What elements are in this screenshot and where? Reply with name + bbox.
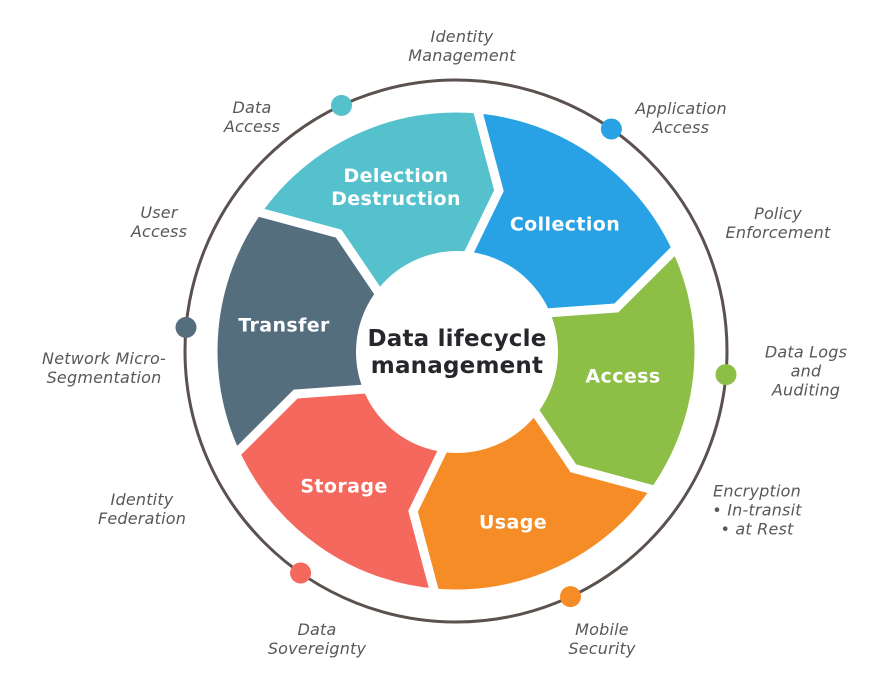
segment-label-deletion: Delection Destruction — [331, 165, 461, 210]
segment-label-transfer: Transfer — [238, 314, 330, 337]
center-title: Data lifecycle management — [367, 326, 547, 379]
satellite-encryption: Encryption • In-transit • at Rest — [712, 481, 802, 539]
ring-dot-storage — [290, 562, 312, 584]
segment-label-access: Access — [585, 365, 661, 388]
center-circle — [356, 251, 558, 453]
satellite-user-access: User Access — [130, 203, 188, 241]
satellite-data-logs-and-auditing: Data Logs and Auditing — [764, 342, 848, 400]
satellite-mobile-security: Mobile Security — [568, 620, 636, 658]
outer-ring — [183, 78, 729, 624]
satellite-identity-federation: Identity Federation — [97, 490, 187, 528]
ring-dot-access — [715, 364, 737, 386]
ring-dot-usage — [560, 586, 581, 608]
satellite-network-micro-segmentation: Network Micro- Segmentation — [42, 349, 166, 387]
ring-dot-deletion — [331, 94, 352, 116]
satellite-identity-management: Identity Management — [408, 27, 516, 65]
segment-label-collection: Collection — [509, 213, 621, 236]
segment-label-usage: Usage — [478, 511, 548, 534]
satellite-data-access: Data Access — [223, 98, 281, 136]
ring-dot-transfer — [175, 316, 197, 338]
ring-dot-collection — [600, 118, 622, 140]
segment-label-storage: Storage — [300, 475, 388, 498]
satellite-data-sovereignty: Data Sovereignty — [267, 620, 367, 658]
satellite-application-access: Application Access — [635, 99, 727, 137]
satellite-policy-enforcement: Policy Enforcement — [725, 204, 831, 242]
